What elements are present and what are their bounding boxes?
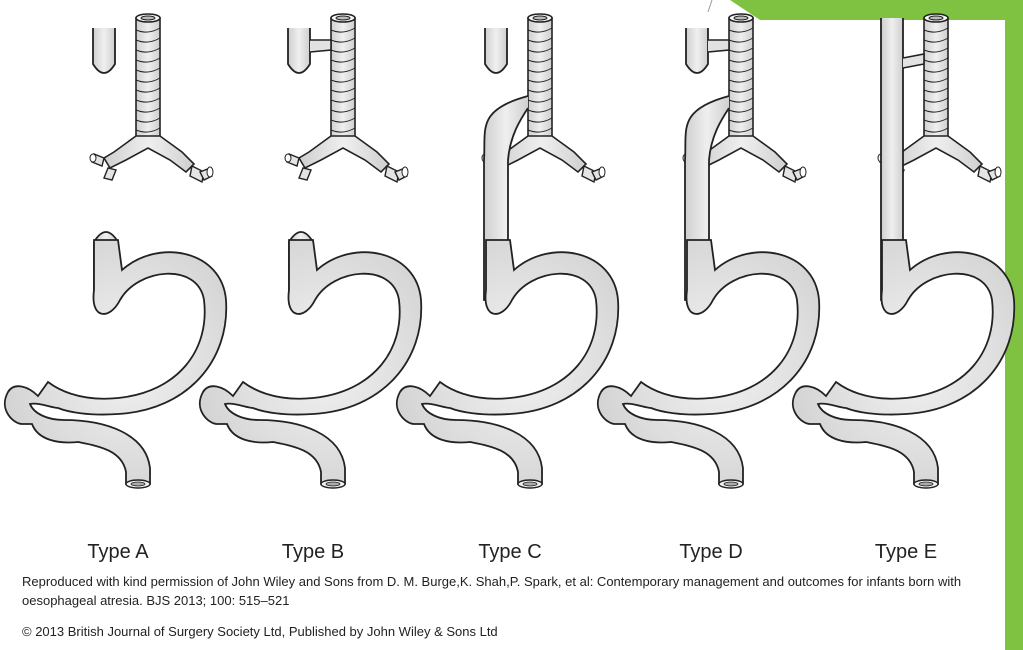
stomach-icon — [598, 240, 819, 484]
stomach-icon — [200, 232, 421, 484]
panel-type-b — [200, 14, 421, 488]
panel-type-e — [793, 14, 1014, 488]
figure-caption: Reproduced with kind permission of John … — [22, 572, 997, 610]
duodenum-icon — [719, 480, 743, 488]
panel-label-type-b: Type B — [213, 541, 413, 564]
bronchi-icon — [285, 136, 408, 182]
panel-label-type-e: Type E — [806, 541, 1006, 564]
trachea-icon — [136, 14, 160, 138]
panel-label-type-c: Type C — [410, 541, 610, 564]
duodenum-icon — [126, 480, 150, 488]
upper-pouch-icon — [93, 28, 115, 73]
bronchi-icon — [90, 136, 213, 182]
duodenum-icon — [321, 480, 345, 488]
panel-type-c — [397, 14, 618, 488]
fistula-icon — [708, 40, 729, 52]
trachea-icon — [924, 14, 948, 138]
stomach-icon — [397, 240, 618, 484]
duodenum-icon — [914, 480, 938, 488]
stomach-icon — [793, 240, 1014, 484]
panel-label-type-d: Type D — [611, 541, 811, 564]
trachea-icon — [528, 14, 552, 138]
trachea-icon — [729, 14, 753, 138]
trachea-icon — [331, 14, 355, 138]
copyright-notice: © 2013 British Journal of Surgery Societ… — [22, 624, 997, 639]
stomach-icon — [5, 232, 226, 484]
upper-pouch-icon — [485, 28, 507, 73]
duodenum-icon — [518, 480, 542, 488]
fistula-icon — [310, 40, 331, 52]
upper-pouch-icon — [288, 28, 310, 73]
upper-pouch-icon — [686, 28, 708, 73]
fistula-icon — [903, 54, 924, 68]
panel-label-type-a: Type A — [18, 541, 218, 564]
panel-type-d — [598, 14, 819, 488]
panel-type-a — [5, 14, 226, 488]
